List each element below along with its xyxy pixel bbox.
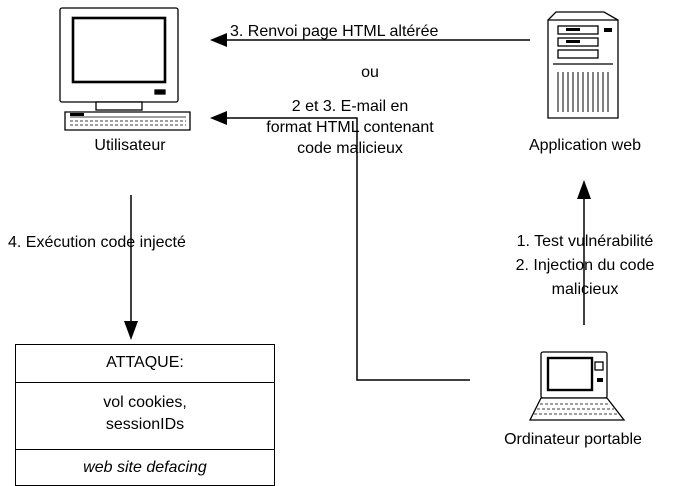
arrow-email-path xyxy=(210,111,470,381)
attack-item-2: sessionIDs xyxy=(105,416,185,433)
email-label-line-3: code malicieux xyxy=(297,140,403,157)
ou-label: ou xyxy=(361,64,379,81)
arrow-renvoi-page xyxy=(210,33,530,47)
attack-box: ATTAQUE: vol cookies, sessionIDs web sit… xyxy=(15,344,275,486)
execution-label: 4. Exécution code injecté xyxy=(8,234,186,251)
arrow-test-injection xyxy=(577,180,591,325)
laptop-label: Ordinateur portable xyxy=(504,431,642,448)
test-label-line-1: 1. Test vulnérabilité xyxy=(516,233,654,250)
server-tower-icon xyxy=(547,11,619,119)
test-label-line-3: malicieux xyxy=(551,281,619,298)
attack-item-1: vol cookies, xyxy=(103,394,187,411)
attack-defacing: web site defacing xyxy=(83,459,207,476)
test-label-line-2: 2. Injection du code xyxy=(515,257,655,274)
user-label: Utilisateur xyxy=(94,137,166,154)
attack-header: ATTAQUE: xyxy=(106,354,184,371)
laptop-icon xyxy=(528,351,626,421)
attack-divider-2 xyxy=(16,449,274,450)
email-label-line-2: format HTML contenant xyxy=(266,119,434,136)
attack-divider-1 xyxy=(16,382,274,383)
email-label-line-1: 2 et 3. E-mail en xyxy=(291,98,409,115)
desktop-computer-icon xyxy=(59,7,191,131)
webapp-label: Application web xyxy=(528,137,642,154)
renvoi-label: 3. Renvoi page HTML altérée xyxy=(230,23,439,40)
arrow-execution xyxy=(124,195,138,340)
